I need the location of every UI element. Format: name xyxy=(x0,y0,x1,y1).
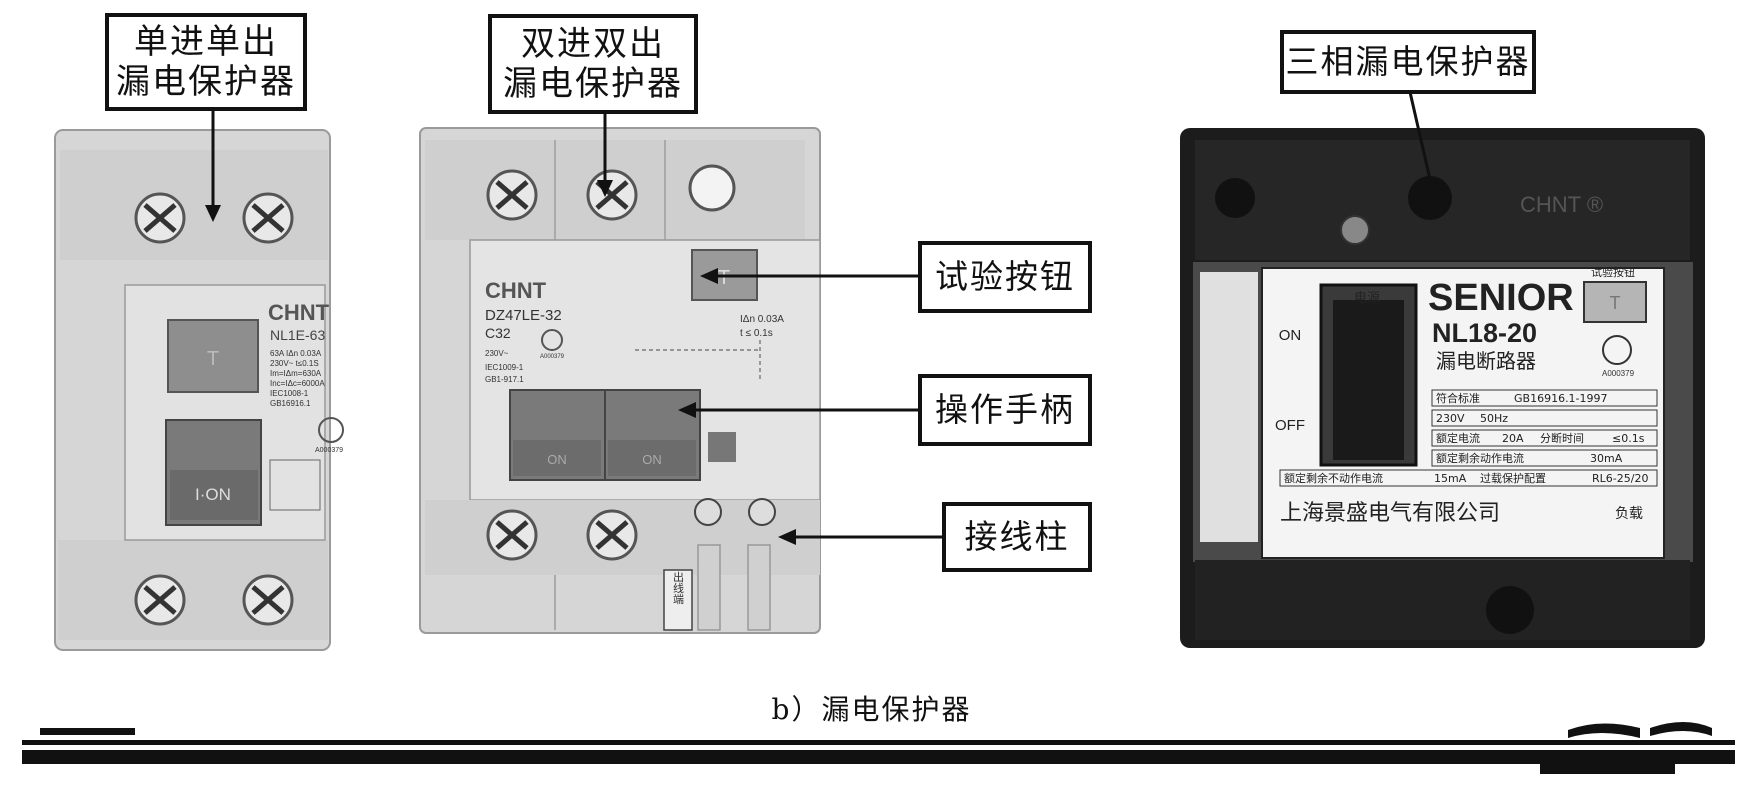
svg-text:A000379: A000379 xyxy=(1602,369,1635,378)
svg-text:A000379: A000379 xyxy=(315,447,343,454)
brand-2: CHNT xyxy=(485,278,547,303)
svg-text:IΔn 0.03A: IΔn 0.03A xyxy=(740,314,784,325)
bottom-screw-2a xyxy=(486,509,538,561)
svg-text:20A: 20A xyxy=(1502,432,1524,445)
svg-text:OFF: OFF xyxy=(1275,417,1305,434)
label-three-phase-text: 三相漏电保护器 xyxy=(1285,42,1531,81)
svg-text:电源: 电源 xyxy=(1354,291,1380,306)
svg-text:额定剩余不动作电流: 额定剩余不动作电流 xyxy=(1284,471,1383,485)
svg-text:试验按钮: 试验按钮 xyxy=(1591,265,1635,279)
model-1: NL1E-63 xyxy=(270,327,325,343)
figure-caption: b）漏电保护器 xyxy=(771,693,972,726)
svg-text:T: T xyxy=(1610,293,1621,313)
svg-text:额定剩余动作电流: 额定剩余动作电流 xyxy=(1436,451,1524,465)
svg-text:230V~: 230V~ xyxy=(485,349,509,358)
callout-arrows xyxy=(205,91,1439,545)
svg-text:50Hz: 50Hz xyxy=(1480,412,1508,425)
label-operating-handle-text: 操作手柄 xyxy=(935,390,1075,429)
svg-text:漏电断路器: 漏电断路器 xyxy=(1436,349,1536,373)
svg-text:230V: 230V xyxy=(1436,412,1465,425)
brand-3: CHNT ® xyxy=(1520,192,1603,217)
device-double-pole: T CHNT DZ47LE-32 C32 230V~ IEC1009-1 GB1… xyxy=(419,127,821,634)
svg-text:额定电流: 额定电流 xyxy=(1436,431,1480,445)
company-3: 上海景盛电气有限公司 xyxy=(1280,501,1500,526)
svg-text:负载: 负载 xyxy=(1615,506,1643,522)
model-3: NL18-20 xyxy=(1432,318,1537,348)
top-screw-2b xyxy=(586,169,638,221)
label-double-in-double-out: 双进双出 漏电保护器 xyxy=(488,14,698,114)
svg-text:Inc=IΔc=6000A: Inc=IΔc=6000A xyxy=(270,379,325,388)
label-double-line2: 漏电保护器 xyxy=(503,64,683,104)
bottom-screw-2b xyxy=(586,509,638,561)
label-single-line2: 漏电保护器 xyxy=(116,62,296,102)
svg-text:T: T xyxy=(718,267,730,289)
svg-text:ON: ON xyxy=(642,452,662,467)
label-terminal: 接线柱 xyxy=(942,502,1092,572)
svg-text:过载保护配置: 过载保护配置 xyxy=(1480,471,1546,485)
svg-text:15mA: 15mA xyxy=(1434,472,1467,485)
device-single-pole: T I·ON CHNT NL1E-63 63A IΔn 0.03A 230V~ … xyxy=(54,129,344,651)
svg-text:IEC1008-1: IEC1008-1 xyxy=(270,389,309,398)
svg-text:RL6-25/20: RL6-25/20 xyxy=(1592,472,1648,485)
top-screw-left xyxy=(134,192,186,244)
label-operating-handle: 操作手柄 xyxy=(918,374,1092,446)
bottom-screw-left xyxy=(134,574,186,626)
svg-text:ON: ON xyxy=(547,452,567,467)
model-2: DZ47LE-32 xyxy=(485,307,562,324)
label-three-phase: 三相漏电保护器 xyxy=(1280,30,1536,94)
brand-1: CHNT xyxy=(268,300,330,325)
svg-text:符合标准: 符合标准 xyxy=(1436,391,1480,405)
on-label-1: I·ON xyxy=(195,485,231,504)
svg-text:GB16916.1-1997: GB16916.1-1997 xyxy=(1514,392,1608,405)
svg-text:t ≤ 0.1s: t ≤ 0.1s xyxy=(740,328,773,339)
svg-text:A000379: A000379 xyxy=(540,354,565,360)
svg-text:30mA: 30mA xyxy=(1590,452,1623,465)
svg-text:63A IΔn 0.03A: 63A IΔn 0.03A xyxy=(270,349,322,358)
arrow-three-phase xyxy=(1408,91,1434,189)
label-test-button: 试验按钮 xyxy=(918,241,1092,313)
label-test-button-text: 试验按钮 xyxy=(935,257,1075,296)
label-single-in-single-out: 单进单出 漏电保护器 xyxy=(105,13,307,111)
svg-text:ON: ON xyxy=(1279,327,1302,344)
svg-text:C32: C32 xyxy=(485,325,511,341)
test-button-1 xyxy=(167,319,259,393)
top-screw-2a xyxy=(486,169,538,221)
svg-text:分断时间: 分断时间 xyxy=(1540,431,1584,445)
bottom-decorative-bars xyxy=(22,722,1735,774)
series-3: SENIOR xyxy=(1428,277,1574,319)
svg-text:Im=IΔm=630A: Im=IΔm=630A xyxy=(270,369,322,378)
svg-text:≤0.1s: ≤0.1s xyxy=(1612,432,1645,445)
top-screw-right xyxy=(242,192,294,244)
label-double-line1: 双进双出 xyxy=(521,24,665,64)
svg-text:GB1-917.1: GB1-917.1 xyxy=(485,375,524,384)
test-button-3 xyxy=(1583,281,1647,323)
outlet-label: 出线端 xyxy=(672,570,685,605)
test-t-1: T xyxy=(207,348,219,370)
device-three-phase: CHNT ® 电源 ON OFF SENIOR NL18-20 漏电断路器 试验… xyxy=(1180,128,1705,648)
label-single-line1: 单进单出 xyxy=(134,22,278,62)
bottom-screw-right xyxy=(242,574,294,626)
svg-text:230V~ t≤0.1S: 230V~ t≤0.1S xyxy=(270,359,319,368)
svg-text:IEC1009-1: IEC1009-1 xyxy=(485,363,524,372)
svg-text:GB16916.1: GB16916.1 xyxy=(270,399,311,408)
label-terminal-text: 接线柱 xyxy=(964,517,1070,556)
